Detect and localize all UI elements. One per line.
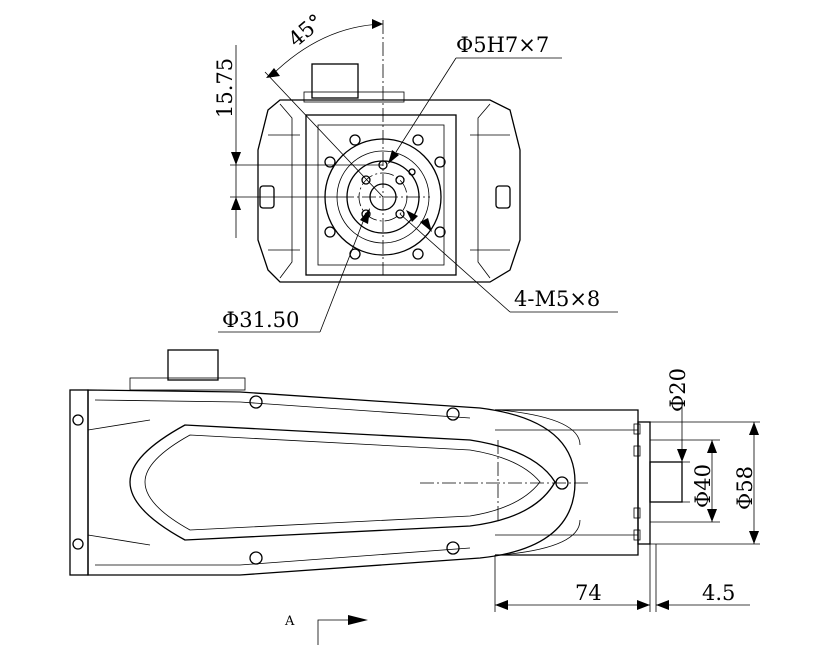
screw-4 [249, 551, 263, 565]
square-flange [305, 114, 457, 276]
corner-hole-8 [412, 248, 424, 260]
top-body-inner-left [279, 103, 293, 279]
output-shaft [649, 461, 683, 503]
corner-hole-5 [349, 134, 361, 146]
screw-5 [446, 407, 460, 421]
angle-label: 45° [284, 9, 328, 51]
offset-label: 15.75 [213, 58, 237, 118]
angle-arc [271, 23, 384, 76]
bolt-hole-1 [361, 175, 371, 185]
top-view: 45° 15.75 Φ5H7×7 Φ31.50 4-M5×8 [213, 9, 618, 333]
screw-3 [249, 395, 263, 409]
pin-hole-side [408, 168, 416, 176]
top-body-inner-right [477, 103, 491, 279]
dia58-label: Φ58 [733, 466, 757, 510]
joint-housing [495, 409, 639, 556]
bolt-hole-4 [395, 209, 405, 219]
thread-label: 4-M5×8 [514, 287, 600, 311]
dia40-label: Φ40 [691, 464, 715, 508]
corner-hole-3 [324, 226, 336, 238]
view-arrow-head [348, 615, 368, 625]
screw-6 [446, 541, 460, 555]
top-connector-base [303, 91, 405, 103]
view-label: A [284, 614, 295, 629]
corner-hole-1 [324, 156, 336, 168]
arm-end-block [69, 389, 89, 576]
view-arrow-line [317, 619, 360, 645]
arm-pocket-inner [144, 434, 541, 531]
bolt-hole-2 [395, 175, 405, 185]
angle-reference-line [264, 71, 384, 198]
pin-leader [395, 57, 457, 153]
arm-inner-top [94, 399, 471, 419]
corner-hole-2 [434, 156, 446, 168]
bolt-circle-label: Φ31.50 [222, 308, 299, 332]
pin-hole-label: Φ5H7×7 [456, 33, 549, 57]
length74-label: 74 [575, 581, 602, 605]
square-flange-inner [317, 124, 445, 266]
output-flange [637, 421, 651, 545]
arm-pocket [129, 424, 556, 541]
side-connector [167, 349, 219, 381]
top-body-outline [257, 99, 521, 283]
screw-2 [72, 538, 84, 550]
corner-hole-4 [434, 226, 446, 238]
length45-label: 4.5 [702, 581, 735, 605]
right-clip [495, 185, 511, 209]
side-connector-base [129, 377, 246, 391]
arm-outline [87, 389, 576, 576]
arm-inner-bottom [95, 547, 471, 566]
bolt-circle-leader [319, 213, 367, 333]
side-view: Φ20 Φ40 Φ58 74 4.5 A [69, 349, 760, 645]
top-connector [311, 63, 359, 99]
thread-leader [399, 213, 511, 313]
screw-1 [72, 414, 84, 426]
corner-hole-6 [412, 134, 424, 146]
dia20-label: Φ20 [666, 368, 690, 412]
